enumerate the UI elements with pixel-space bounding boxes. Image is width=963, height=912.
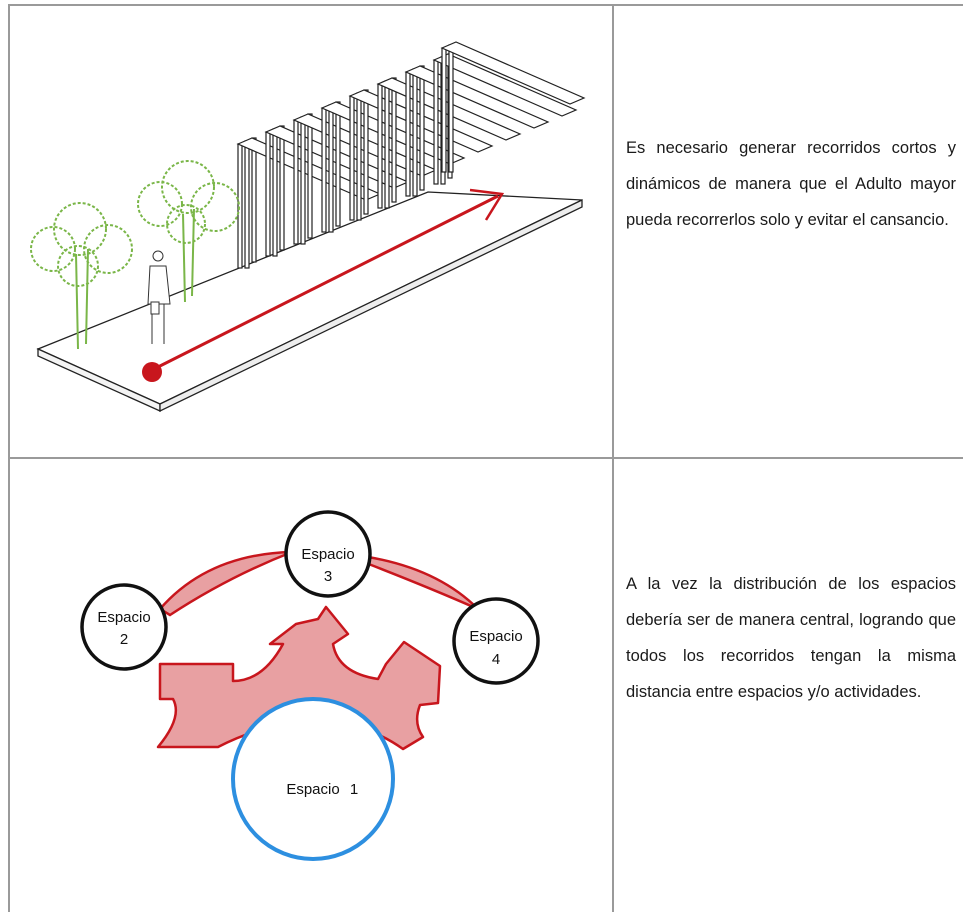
layout-table: Es necesario generar recorridos cortos y… xyxy=(8,4,963,912)
space-3-node: Espacio 3 xyxy=(284,510,372,598)
tree-icon xyxy=(30,202,133,350)
route-start-dot xyxy=(142,362,162,382)
row1-description: Es necesario generar recorridos cortos y… xyxy=(626,139,956,229)
walkway-pergola-illustration xyxy=(30,41,586,413)
space-4-node: Espacio 4 xyxy=(452,597,540,685)
space-3-name: Espacio xyxy=(301,546,354,563)
connection-3-4 xyxy=(364,555,479,611)
route-arrow xyxy=(142,188,505,382)
space-3-number: 3 xyxy=(324,568,332,585)
table-border-top xyxy=(8,4,963,6)
space-1-number: 1 xyxy=(350,781,358,798)
table-row-divider xyxy=(8,457,963,459)
space-2-name: Espacio xyxy=(97,609,150,626)
space-1-node: Espacio 1 xyxy=(231,697,395,861)
connection-2-3 xyxy=(158,550,293,617)
central-spaces-diagram: Espacio 1 Espacio 2 Espacio 3 Espacio 4 xyxy=(80,510,540,861)
space-1-name: Espacio xyxy=(286,781,339,798)
pergola-frames xyxy=(236,41,586,269)
elderly-person-icon xyxy=(147,250,171,344)
space-4-name: Espacio xyxy=(469,628,522,645)
space-2-node: Espacio 2 xyxy=(80,583,168,671)
tree-icon xyxy=(137,160,240,303)
space-4-number: 4 xyxy=(492,651,500,668)
walkway-platform xyxy=(36,191,583,413)
space-2-number: 2 xyxy=(120,631,128,648)
row2-description: A la vez la distribución de los espacios… xyxy=(626,575,956,701)
